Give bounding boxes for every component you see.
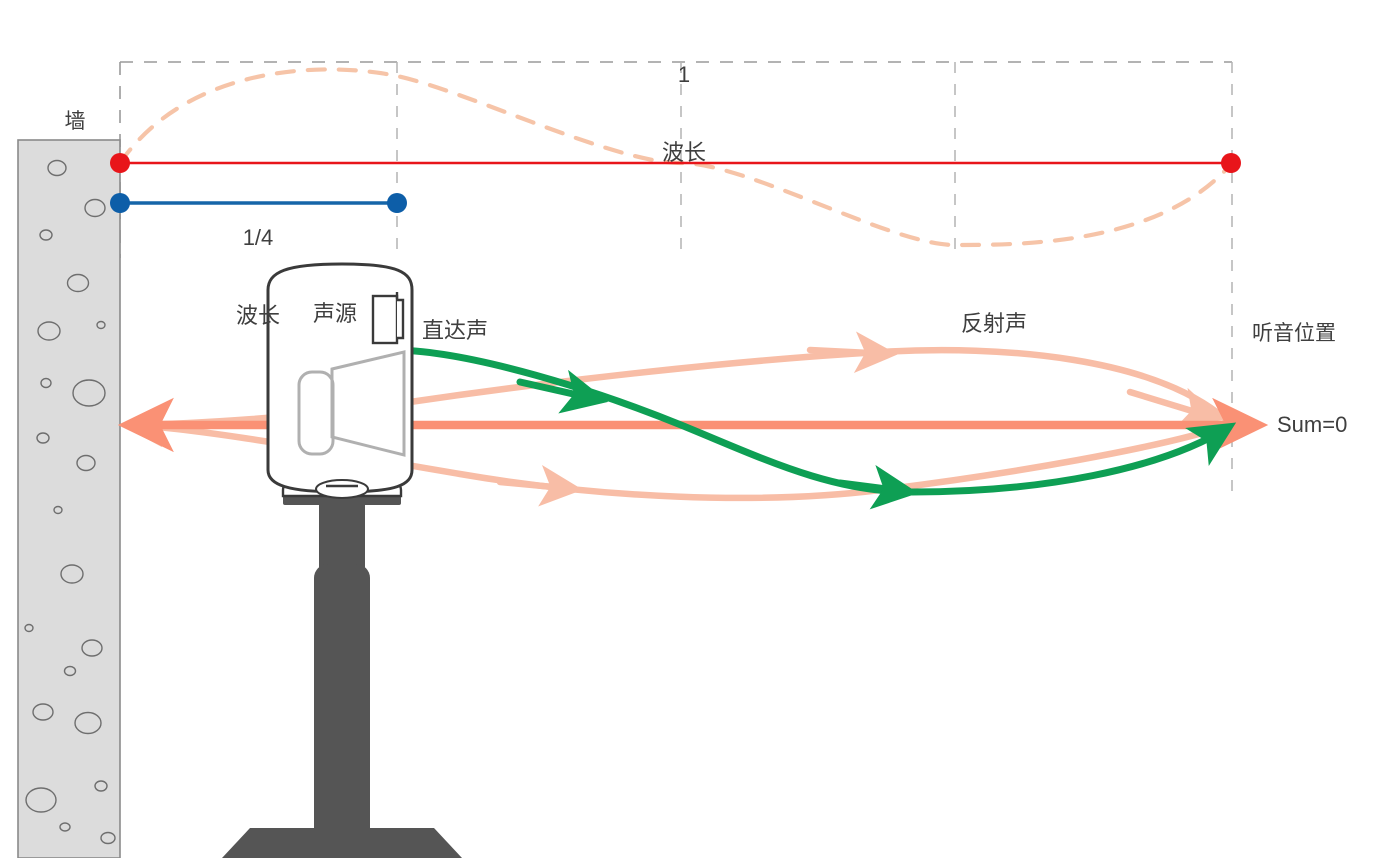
speaker-stand [222,492,462,858]
reflected-sound-label: 反射声 [961,311,1028,336]
direct-sound-wave [388,346,1237,510]
quarter-wavelength-label: 1/4 波长 [236,173,280,381]
one-wavelength-label: 1 波长 [662,10,706,218]
one-wavelength-unit: 波长 [661,139,707,165]
direct-sound-label: 直达声 [422,318,489,343]
quarter-wavelength-unit: 波长 [235,302,281,328]
speaker [266,262,414,499]
one-wavelength-measure [110,153,1241,173]
quarter-wavelength-measure [110,193,407,213]
wall-label: 墙 [64,110,86,133]
sum-label: Sum=0 [1277,412,1348,437]
quarter-wavelength-number: 1/4 [242,224,274,250]
sound-source-label: 声源 [313,301,358,326]
one-wavelength-number: 1 [677,61,691,87]
wall [17,139,121,858]
listening-position-label: 听音位置 [1252,322,1336,345]
